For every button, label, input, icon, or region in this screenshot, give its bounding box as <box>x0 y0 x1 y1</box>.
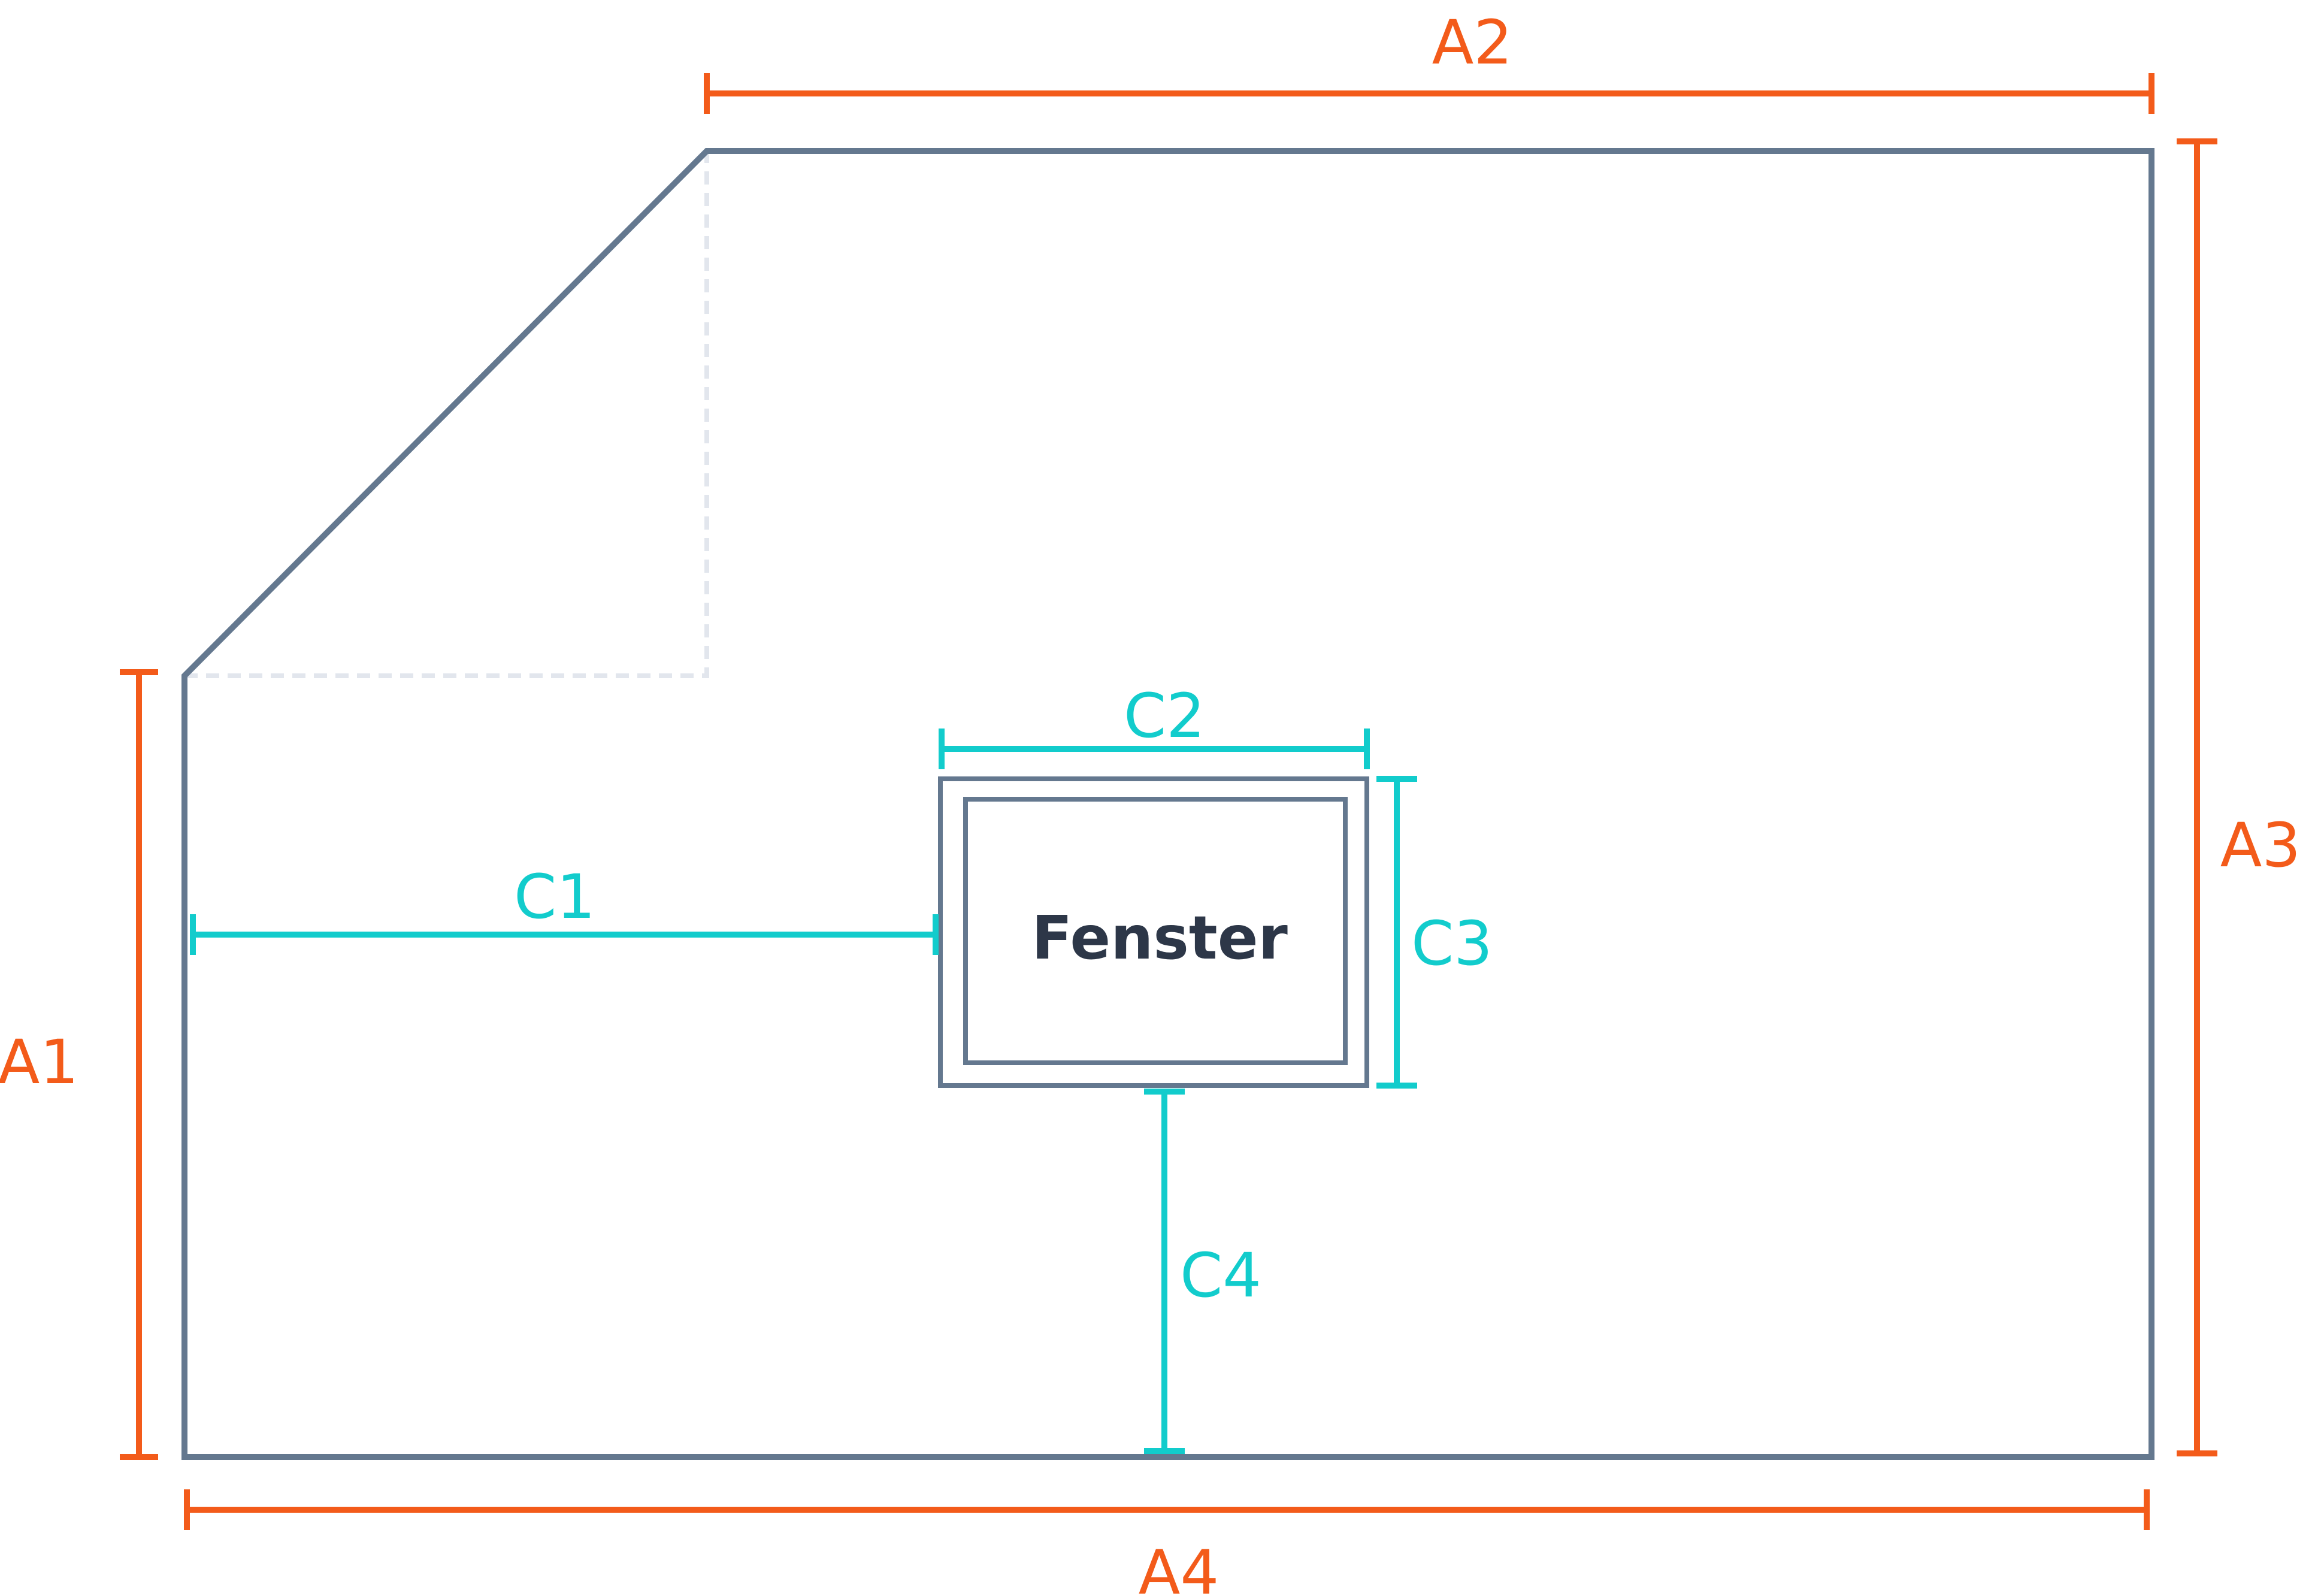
dimension-a2-label: A2 <box>1432 7 1513 78</box>
dimension-c2 <box>939 729 1370 769</box>
window-outer-frame <box>938 776 1369 1088</box>
dimension-a2 <box>704 73 2154 114</box>
dimension-a3-label: A3 <box>2220 810 2301 881</box>
dimension-c3 <box>1376 776 1417 1089</box>
dimension-a1-label: A1 <box>0 1027 78 1098</box>
dimension-a3 <box>2177 138 2217 1456</box>
dimension-a4-label: A4 <box>1139 1537 1220 1596</box>
dimension-c1-label: C1 <box>514 862 595 933</box>
dimension-c3-label: C3 <box>1411 908 1493 980</box>
cut-corner-guide <box>184 151 709 678</box>
dimension-c1 <box>190 914 939 955</box>
dimension-c4-label: C4 <box>1180 1240 1261 1311</box>
dimension-c2-label: C2 <box>1124 681 1205 752</box>
window-inner-frame <box>963 797 1348 1065</box>
dimension-a1 <box>120 669 158 1460</box>
dimension-c4 <box>1144 1089 1185 1454</box>
dimension-a4 <box>184 1489 2150 1530</box>
window-label: Fenster <box>1031 903 1288 973</box>
room-outline <box>181 148 2154 1460</box>
